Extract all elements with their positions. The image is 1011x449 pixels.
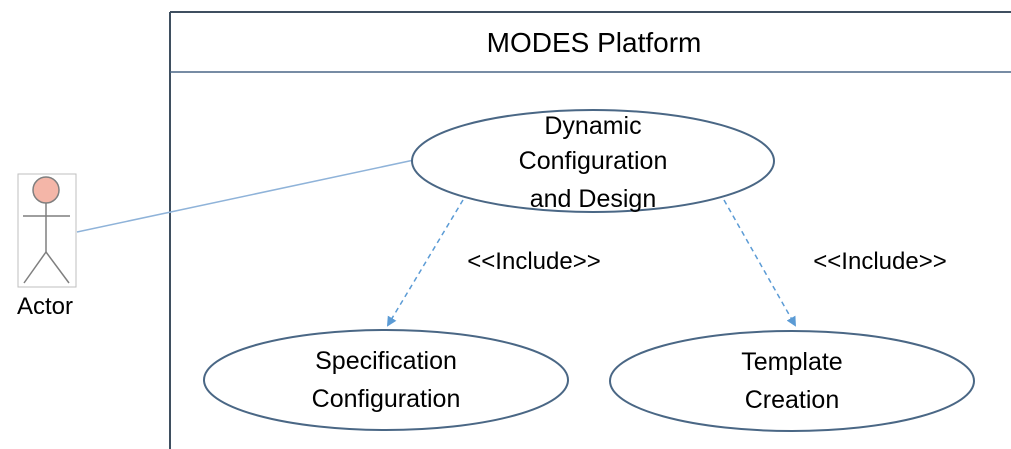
include-arrow-spec (386, 199, 464, 327)
use-case-dynamic-line-3: and Design (530, 185, 656, 213)
actor-association-line (76, 159, 415, 233)
actor[interactable]: Actor (17, 173, 77, 320)
system-title: MODES Platform (487, 27, 702, 58)
use-case-template-line-1: Template (741, 348, 842, 376)
use-case-dynamic-line-1: Dynamic (544, 112, 641, 140)
use-case-dynamic[interactable]: Dynamic Configuration and Design (411, 109, 775, 213)
actor-head (32, 176, 60, 204)
use-case-template[interactable]: Template Creation (609, 330, 975, 432)
include-label-spec: <<Include>> (467, 248, 600, 275)
include-label-template: <<Include>> (813, 248, 946, 275)
include-arrow-template (723, 199, 796, 327)
use-case-template-ellipse (609, 330, 975, 432)
use-case-dynamic-ellipse (411, 109, 775, 213)
actor-label: Actor (17, 293, 73, 320)
use-case-dynamic-line-2: Configuration (519, 147, 668, 175)
use-case-template-line-2: Creation (745, 386, 840, 414)
use-case-spec-ellipse (203, 329, 569, 431)
use-case-spec-line-2: Configuration (312, 385, 461, 413)
use-case-spec[interactable]: Specification Configuration (203, 329, 569, 431)
system-boundary: MODES Platform (169, 11, 1011, 449)
stick-figure-icon (23, 176, 70, 284)
use-case-spec-line-1: Specification (315, 347, 457, 375)
